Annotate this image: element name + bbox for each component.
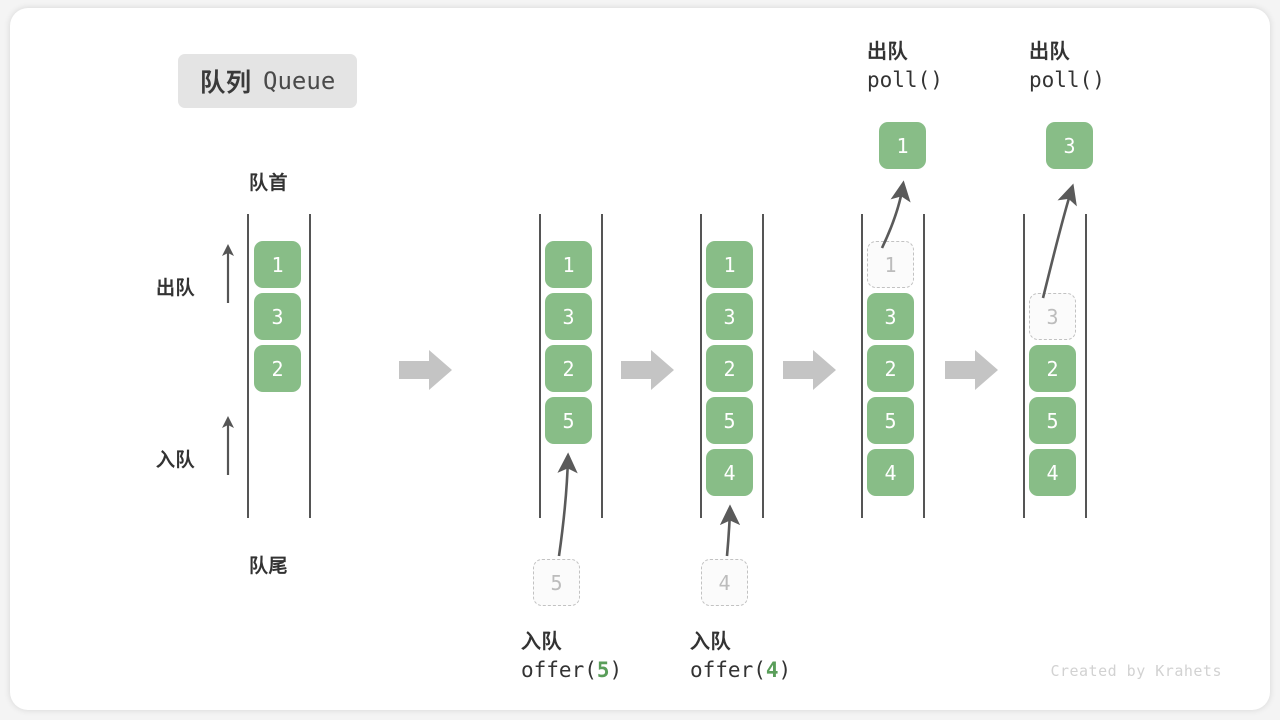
poll-1-label: 出队 poll() xyxy=(867,38,943,96)
enqueue-direction-arrow-icon xyxy=(222,416,234,475)
offer-4-label-cn: 入队 xyxy=(690,631,731,653)
rail-right xyxy=(923,214,925,518)
title-english: Queue xyxy=(263,67,336,95)
queue-cell: 2 xyxy=(706,345,753,392)
diagram-card: 队列 Queue 队首 队尾 出队 入队 1 3 2 xyxy=(10,8,1270,710)
poll-1-label-code: poll() xyxy=(867,68,943,93)
step-arrow-icon xyxy=(783,350,836,390)
queue-cell: 5 xyxy=(867,397,914,444)
rail-left xyxy=(700,214,702,518)
ghost-cell-polled: 1 xyxy=(867,241,914,288)
offer-4-label-code: offer(4) xyxy=(690,658,792,683)
offer-5-label-cn: 入队 xyxy=(521,631,562,653)
ghost-cell-offer-4: 4 xyxy=(701,559,748,606)
queue-cell: 5 xyxy=(706,397,753,444)
queue-cell: 2 xyxy=(545,345,592,392)
offer-5-connector-arrow xyxy=(557,452,578,557)
rail-right xyxy=(601,214,603,518)
queue-head-label: 队首 xyxy=(249,173,289,194)
queue-cell: 4 xyxy=(706,449,753,496)
poll-1-connector-arrow xyxy=(880,180,911,249)
poll-1-label-cn: 出队 xyxy=(867,41,908,63)
step-arrow-icon xyxy=(399,350,452,390)
queue-cell: 2 xyxy=(867,345,914,392)
credit-text: Created by Krahets xyxy=(1050,662,1222,680)
title-chinese: 队列 xyxy=(200,69,253,97)
queue-cell: 1 xyxy=(545,241,592,288)
dequeue-direction-arrow-icon xyxy=(222,244,234,303)
poll-3-connector-arrow xyxy=(1041,183,1077,299)
queue-cell: 5 xyxy=(545,397,592,444)
step-arrow-icon xyxy=(621,350,674,390)
title-badge: 队列 Queue xyxy=(178,54,358,108)
rail-right xyxy=(762,214,764,518)
queue-cell: 3 xyxy=(867,293,914,340)
popped-cell-1: 1 xyxy=(879,122,926,169)
enqueue-side-label: 入队 xyxy=(156,450,196,471)
poll-3-label-cn: 出队 xyxy=(1029,41,1070,63)
rail-right xyxy=(309,214,311,518)
dequeue-side-label: 出队 xyxy=(156,278,196,299)
rail-left xyxy=(247,214,249,518)
rail-left xyxy=(1023,214,1025,518)
ghost-cell-offer-5: 5 xyxy=(533,559,580,606)
offer-5-label: 入队 offer(5) xyxy=(521,628,622,686)
rail-left xyxy=(861,214,863,518)
rail-left xyxy=(539,214,541,518)
poll-3-label-code: poll() xyxy=(1029,68,1105,93)
queue-cell: 3 xyxy=(545,293,592,340)
step-arrow-icon xyxy=(945,350,998,390)
offer-5-label-code: offer(5) xyxy=(521,658,623,683)
queue-cell: 3 xyxy=(706,293,753,340)
queue-tail-label: 队尾 xyxy=(249,556,289,577)
ghost-cell-polled: 3 xyxy=(1029,293,1076,340)
queue-cell: 2 xyxy=(254,345,301,392)
queue-cell: 2 xyxy=(1029,345,1076,392)
offer-4-connector-arrow xyxy=(719,504,741,557)
queue-cell: 5 xyxy=(1029,397,1076,444)
popped-cell-3: 3 xyxy=(1046,122,1093,169)
poll-3-label: 出队 poll() xyxy=(1029,38,1105,96)
rail-right xyxy=(1085,214,1087,518)
queue-cell: 1 xyxy=(706,241,753,288)
queue-cell: 1 xyxy=(254,241,301,288)
queue-cell: 4 xyxy=(867,449,914,496)
queue-cell: 3 xyxy=(254,293,301,340)
offer-4-label: 入队 offer(4) xyxy=(690,628,791,686)
queue-cell: 4 xyxy=(1029,449,1076,496)
